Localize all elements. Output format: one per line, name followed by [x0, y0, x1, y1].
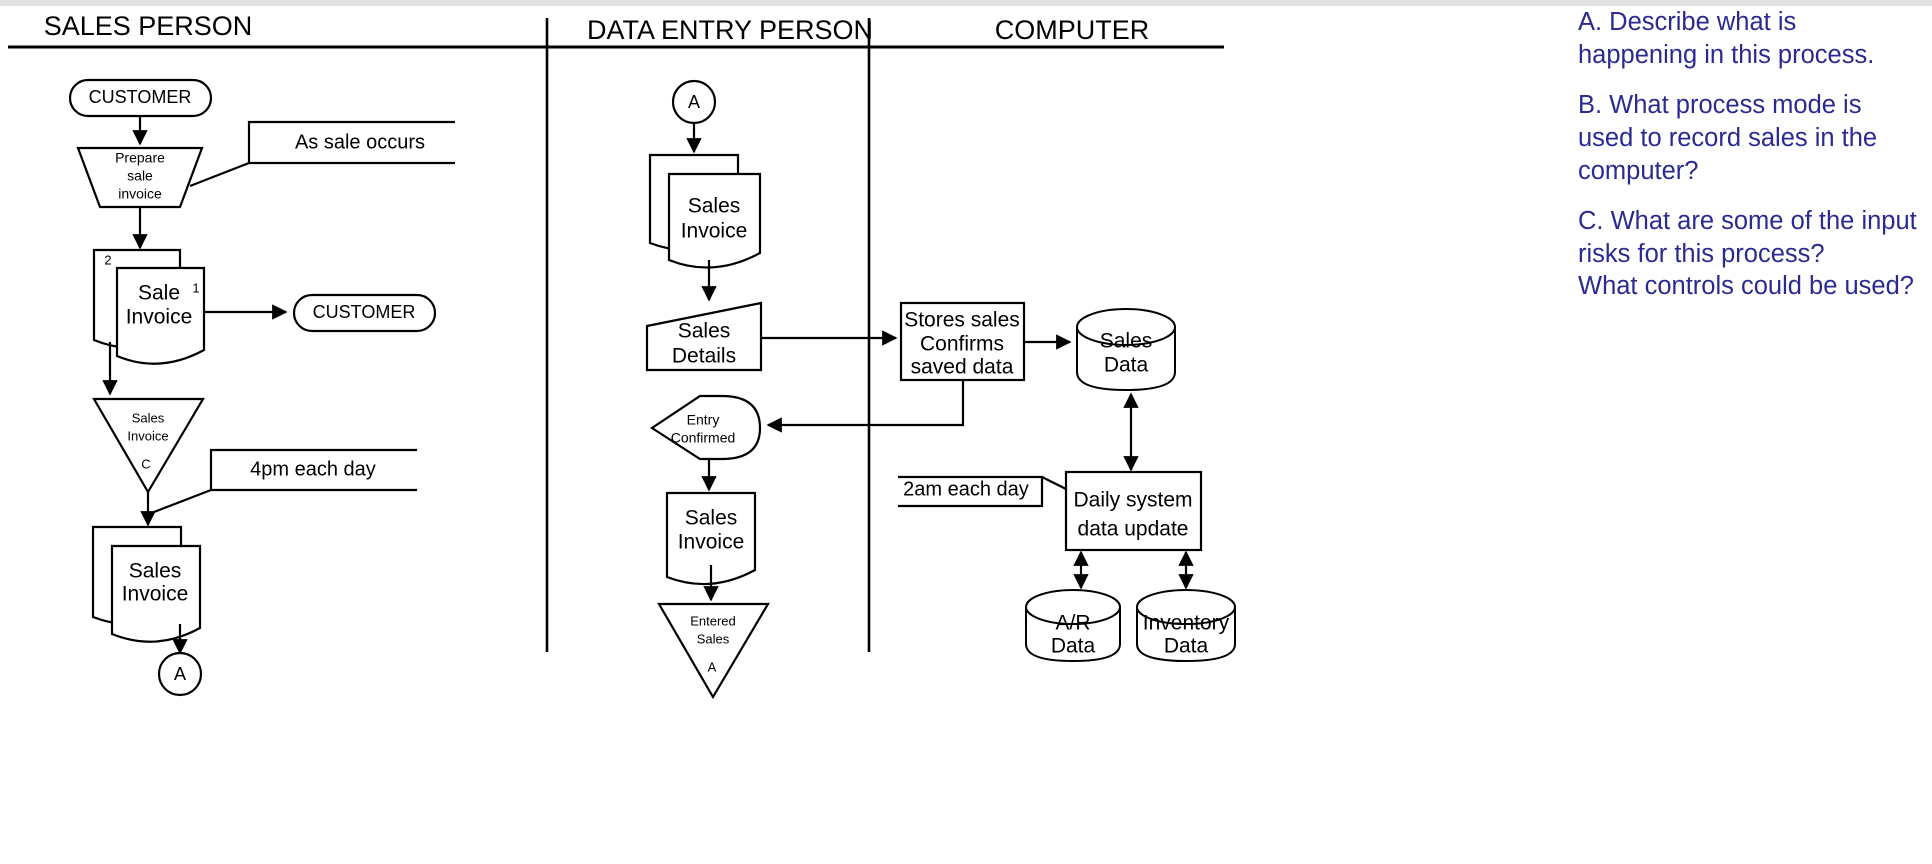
- node-sales-invoice-document-2[interactable]: Sales Invoice: [91, 525, 202, 643]
- questions-panel: A. Describe what is happening in this pr…: [1578, 6, 1918, 321]
- node-customer-start-label: CUSTOMER: [89, 87, 192, 107]
- node-connector-a-in-label: A: [688, 92, 700, 112]
- node-stores-sales-line2: Confirms: [920, 333, 1004, 356]
- node-sales-invoice-de-line1: Sales: [688, 195, 741, 218]
- node-customer-start[interactable]: CUSTOMER: [68, 78, 213, 118]
- node-ar-data-store[interactable]: A/R Data: [1025, 589, 1121, 663]
- node-entry-confirmed-line2: Confirmed: [671, 430, 736, 446]
- node-inventory-data-line2: Data: [1164, 635, 1209, 658]
- node-entry-confirmed-line1: Entry: [687, 412, 720, 428]
- node-stores-sales-line3: saved data: [911, 356, 1014, 379]
- annotation-4pm-each-day-label: 4pm each day: [250, 458, 376, 480]
- lane-data-entry-person: A Sales Invoice Sales Details: [645, 79, 965, 700]
- question-a: A. Describe what is happening in this pr…: [1578, 8, 1875, 69]
- node-file-sales-invoice-code: C: [141, 456, 150, 471]
- node-sale-invoice-copy-2: 2: [104, 252, 111, 267]
- node-stores-sales-line1: Stores sales: [904, 309, 1020, 332]
- node-sales-invoice-2-line2: Invoice: [122, 583, 189, 606]
- node-sale-invoice-document[interactable]: 2 Sale Invoice 1: [92, 248, 206, 365]
- annotation-4pm-each-day: 4pm each day: [153, 448, 417, 514]
- lane-headers: SALES PERSON DATA ENTRY PERSON COMPUTER: [8, 11, 1224, 49]
- top-strip: [0, 0, 1932, 6]
- node-entered-sales-line1: Entered: [690, 613, 736, 628]
- node-sales-invoice-de2-line1: Sales: [685, 507, 738, 530]
- annotation-leader-1: [189, 161, 250, 188]
- node-entered-sales-file[interactable]: Entered Sales A: [657, 602, 770, 700]
- annotation-leader-2: [153, 488, 212, 514]
- node-customer-end[interactable]: CUSTOMER: [292, 293, 437, 333]
- lane-title-data-entry-person: DATA ENTRY PERSON: [587, 15, 873, 45]
- node-inventory-data-store[interactable]: Inventory Data: [1136, 589, 1236, 663]
- node-daily-update-line1: Daily system: [1073, 489, 1192, 512]
- node-file-sales-invoice-line2: Invoice: [127, 428, 168, 443]
- node-customer-end-label: CUSTOMER: [313, 302, 416, 322]
- lane-title-sales-person: SALES PERSON: [44, 11, 253, 41]
- node-stores-sales-process[interactable]: Stores sales Confirms saved data: [899, 301, 1026, 382]
- node-sale-invoice-line1: Sale: [138, 282, 180, 305]
- node-connector-a-out-label: A: [174, 664, 186, 684]
- node-ar-data-line1: A/R: [1055, 612, 1090, 635]
- annotation-as-sale-occurs-label: As sale occurs: [295, 131, 425, 153]
- annotation-as-sale-occurs: As sale occurs: [189, 120, 455, 188]
- lane-sales-person: CUSTOMER Prepare sale invoice As sale oc…: [68, 78, 455, 697]
- node-sales-details-line1: Sales: [678, 320, 731, 343]
- lane-computer: Stores sales Confirms saved data Sales D…: [898, 301, 1236, 663]
- node-file-sales-invoice-line1: Sales: [132, 410, 165, 425]
- node-sales-details-line2: Details: [672, 345, 736, 368]
- node-sales-data-store[interactable]: Sales Data: [1076, 308, 1176, 392]
- node-prepare-line1: Prepare: [115, 150, 165, 166]
- node-connector-a-in[interactable]: A: [671, 79, 717, 125]
- question-b: B. What process mode is used to record s…: [1578, 91, 1878, 185]
- node-connector-a-out[interactable]: A: [157, 651, 203, 697]
- node-sale-invoice-line2: Invoice: [126, 306, 193, 329]
- annotation-2am-each-day-label: 2am each day: [903, 478, 1029, 500]
- node-prepare-sale-invoice[interactable]: Prepare sale invoice: [76, 146, 204, 209]
- node-sales-invoice-2-line1: Sales: [129, 560, 182, 583]
- node-inventory-data-line1: Inventory: [1143, 612, 1230, 635]
- node-entered-sales-code: A: [708, 659, 717, 674]
- node-sales-invoice-de2-line2: Invoice: [678, 531, 745, 554]
- node-prepare-line2: sale: [127, 168, 153, 184]
- node-prepare-line3: invoice: [118, 186, 162, 202]
- node-sales-details-input[interactable]: Sales Details: [645, 301, 763, 372]
- node-entered-sales-line2: Sales: [697, 631, 730, 646]
- node-entry-confirmed-display[interactable]: Entry Confirmed: [649, 394, 762, 461]
- question-c: C. What are some of the input risks for …: [1578, 207, 1917, 268]
- question-c-followup: What controls could be used?: [1578, 272, 1914, 301]
- lane-title-computer: COMPUTER: [995, 15, 1150, 45]
- node-sales-invoice-document-de[interactable]: Sales Invoice: [648, 153, 762, 269]
- node-sale-invoice-copy-1: 1: [192, 280, 199, 295]
- process-flowchart: SALES PERSON DATA ENTRY PERSON COMPUTER …: [8, 11, 1236, 700]
- node-daily-update-process[interactable]: Daily system data update: [1064, 470, 1203, 552]
- annotation-2am-each-day: 2am each day: [898, 475, 1073, 508]
- node-daily-update-line2: data update: [1078, 518, 1189, 541]
- node-sales-data-line1: Sales: [1100, 330, 1153, 353]
- connector-stores-to-entry-confirmed: [766, 380, 965, 433]
- node-ar-data-line2: Data: [1051, 635, 1096, 658]
- node-sales-invoice-document-de2[interactable]: Sales Invoice: [665, 491, 757, 586]
- node-sales-data-line2: Data: [1104, 354, 1149, 377]
- node-sales-invoice-de-line2: Invoice: [681, 220, 748, 243]
- node-file-sales-invoice[interactable]: Sales Invoice C: [92, 397, 205, 495]
